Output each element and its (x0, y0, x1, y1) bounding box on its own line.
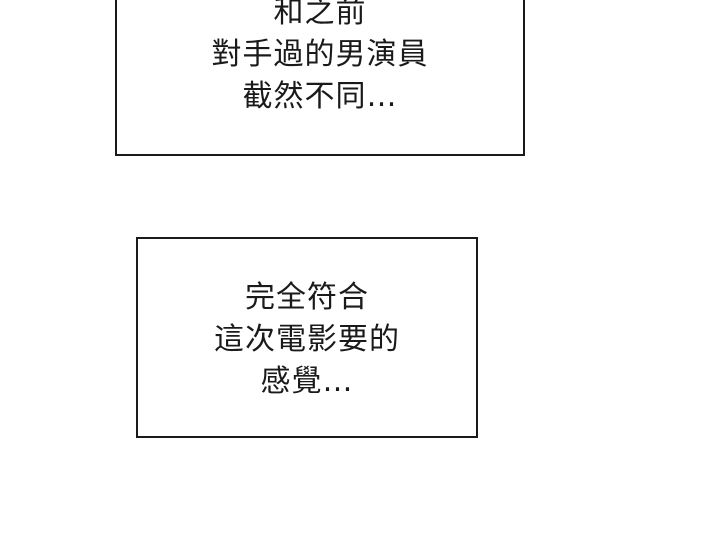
caption-1-line-3: 截然不同… (242, 79, 398, 114)
caption-2-line-2: 這次電影要的 (214, 321, 400, 357)
caption-2-line-3: 感覺… (260, 363, 354, 399)
caption-1-line-2: 對手過的男演員 (211, 37, 429, 72)
caption-2-line-1: 完全符合 (245, 279, 369, 315)
caption-1-line-1: 和之前 (273, 0, 367, 30)
caption-box-1: 和之前 對手過的男演員 截然不同… (115, 0, 525, 156)
caption-box-2: 完全符合 這次電影要的 感覺… (136, 237, 478, 438)
